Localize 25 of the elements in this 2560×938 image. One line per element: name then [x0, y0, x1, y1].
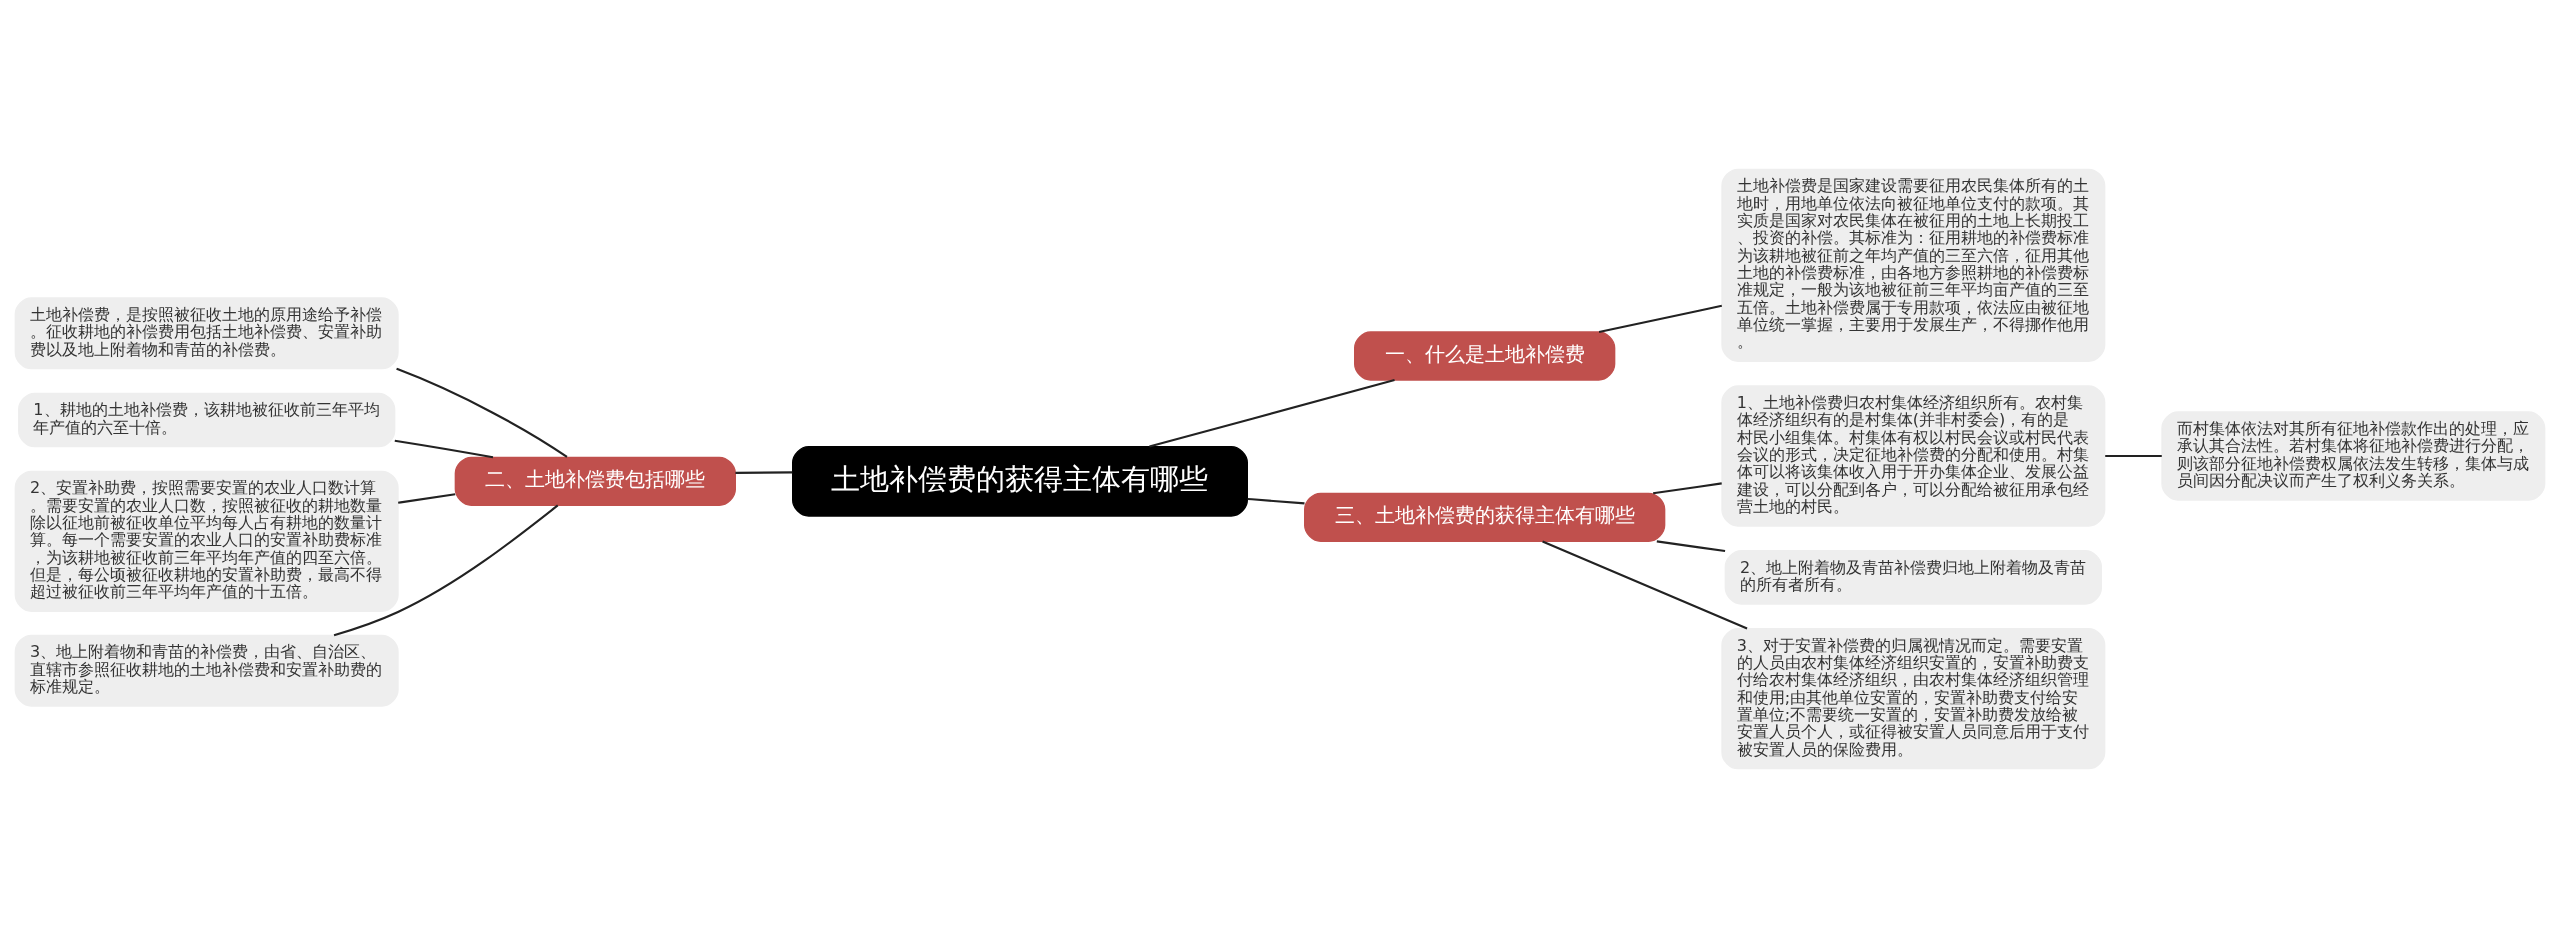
node-box: 而村集体依法对其所有征地补偿款作出的处理，应承认其合法性。若村集体将征地补偿费进行分配，则该部分征地补偿费权属依法发生转移，集体与成员间因分配决议而产生了权利义务关系。: [2161, 411, 2546, 501]
node-box: 2、安置补助费，按照需要安置的农业人口数计算。需要安置的农业人口数，按照被征收的耕地数量除以征地前被征收单位平均每人占有耕地的数量计算。每一个需要安置的农业人口的安置补助费标准，为该耕地被征收前三年平均年产值的四至六倍。但是，每公顷被征收耕地的安置补助费，最高不得超过被征收前三年平均年产值的十五倍。: [14, 470, 399, 612]
connector: [394, 439, 494, 459]
node-box: 土地补偿费，是按照被征收土地的原用途给予补偿。征收耕地的补偿费用包括土地补偿费、安置补助费以及地上附着物和青苗的补偿费。: [14, 297, 399, 370]
node-box: 三、土地补偿费的获得主体有哪些: [1304, 492, 1666, 542]
node-box: 二、土地补偿费包括哪些: [454, 456, 736, 506]
node-box: 一、什么是土地补偿费: [1354, 331, 1616, 381]
node-box: 3、对于安置补偿费的归属视情况而定。需要安置的人员由农村集体经济组织安置的，安置补助费支付给农村集体经济组织，由农村集体经济组织管理和使用;由其他单位安置的，安置补助费支付给安置单位;不需要统一安置的，安置补助费发放给被安置人员个人，或征得被安置人员同意后用于支付被安置人员的保险费用。: [1721, 628, 2106, 770]
connector: [735, 471, 793, 474]
connector: [1598, 304, 1723, 333]
node-box: 土地补偿费是国家建设需要征用农民集体所有的土地时，用地单位依法向被征地单位支付的款项。其实质是国家对农民集体在被征用的土地上长期投工、投资的补偿。其标准为：征用耕地的补偿费标准为该耕地被征前之年均产值的三至六倍，征用其他土地的补偿费标准，由各地方参照耕地的补偿费标准规定，一般为该地被征前三年平均亩产值的三至五倍。土地补偿费属于专用款项，依法应由被征地单位统一掌握，主要用于发展生产，不得挪作他用。: [1721, 168, 2106, 362]
connector: [1653, 482, 1722, 495]
node-box: 1、耕地的土地补偿费，该耕地被征收前三年平均年产值的六至十倍。: [18, 392, 396, 448]
connector: [396, 367, 568, 458]
connector: [2105, 454, 2162, 458]
connector: [1149, 379, 1395, 448]
node-box: 土地补偿费的获得主体有哪些: [792, 446, 1248, 517]
node-box: 2、地上附着物及青苗补偿费归地上附着物及青苗的所有者所有。: [1724, 550, 2102, 605]
connector: [1247, 497, 1305, 505]
connector: [1542, 540, 1748, 630]
node-box: 1、土地补偿费归农村集体经济组织所有。农村集体经济组织有的是村集体(并非村委会)，有的是村民小组集体。村集体有权以村民会议或村民代表会议的形式，决定征地补偿费的分配和使用。村集体可以将该集体收入用于开办集体企业、发展公益建设，可以分配到各户，可以分配给被征用承包经营土地的村民。: [1721, 385, 2106, 527]
node-box: 3、地上附着物和青苗的补偿费，由省、自治区、直辖市参照征收耕地的土地补偿费和安置补助费的标准规定。: [14, 634, 399, 707]
connector: [333, 504, 559, 637]
connector: [1656, 540, 1726, 553]
connector: [398, 493, 456, 504]
